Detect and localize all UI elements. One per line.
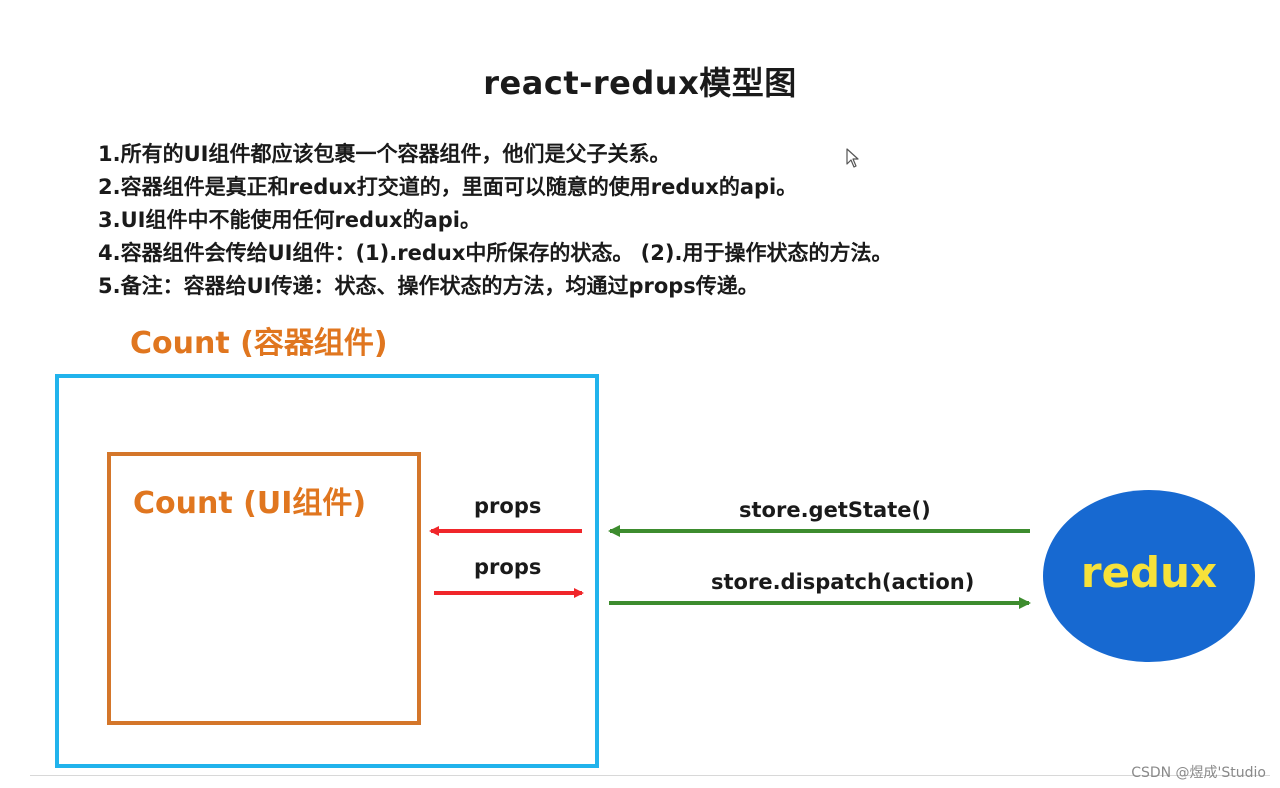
- note-item: 5.备注：容器给UI传递：状态、操作状态的方法，均通过props传递。: [98, 274, 759, 298]
- props-label-top: props: [474, 494, 542, 518]
- container-component-box: [55, 374, 599, 768]
- props-label-bottom: props: [474, 555, 542, 579]
- redux-label: redux: [1080, 547, 1218, 597]
- note-item: 3.UI组件中不能使用任何redux的api。: [98, 208, 481, 232]
- watermark: CSDN @煜成'Studio: [1131, 765, 1266, 781]
- ui-component-box: [107, 452, 421, 725]
- note-item: 4.容器组件会传给UI组件：(1).redux中所保存的状态。 (2).用于操作…: [98, 241, 893, 265]
- redux-store-node: redux: [1043, 490, 1255, 662]
- container-component-label: Count (容器组件): [130, 326, 388, 361]
- getstate-label: store.getState(): [739, 498, 931, 522]
- ui-component-label: Count (UI组件): [133, 486, 367, 521]
- note-item: 1.所有的UI组件都应该包裹一个容器组件，他们是父子关系。: [98, 142, 671, 166]
- dispatch-label: store.dispatch(action): [711, 570, 975, 594]
- note-item: 2.容器组件是真正和redux打交道的，里面可以随意的使用redux的api。: [98, 175, 798, 199]
- bottom-divider: [30, 775, 1270, 776]
- mouse-cursor-icon: [846, 148, 859, 168]
- notes-list: 1.所有的UI组件都应该包裹一个容器组件，他们是父子关系。 2.容器组件是真正和…: [98, 138, 892, 303]
- diagram-title: react-redux模型图: [483, 64, 797, 102]
